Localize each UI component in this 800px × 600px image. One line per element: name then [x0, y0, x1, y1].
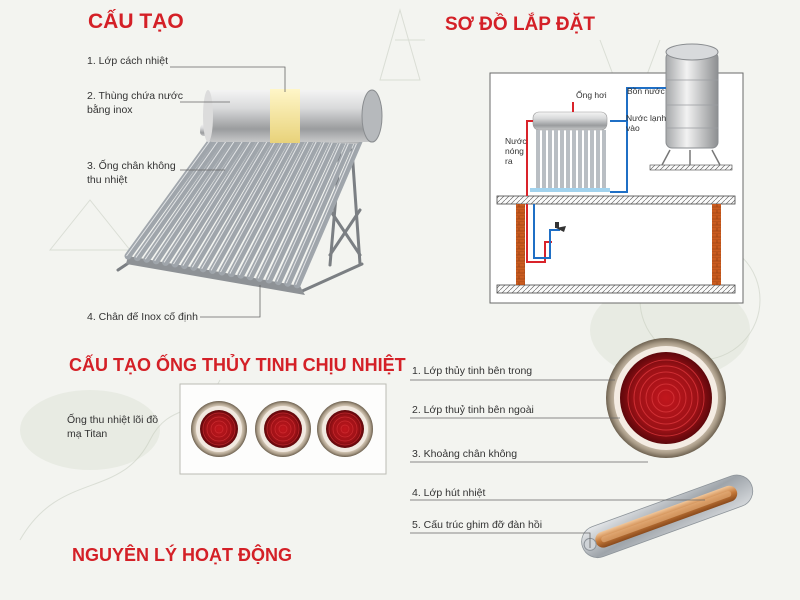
label-cold-water-in: Nước lạnh vào — [626, 113, 667, 133]
label-outer-glass: 2. Lớp thuỷ tinh bên ngoài — [412, 404, 534, 416]
label-vacuum-tube: 3. Ống chân không thu nhiệt — [87, 160, 176, 186]
vacuum-tube — [199, 136, 282, 273]
solar-heater-illustration — [116, 89, 383, 295]
tube-section-1 — [191, 401, 247, 457]
label-inox-tank: 2. Thùng chứa nước bằng inox — [87, 90, 184, 116]
tube-leader-lines — [410, 379, 705, 548]
label-spring-support: 5. Cấu trúc ghim đỡ đàn hồi — [412, 519, 543, 531]
heading-tube-structure: CẤU TẠO ỐNG THỦY TINH CHỊU NHIỆT — [69, 355, 406, 375]
vacuum-tube — [256, 136, 331, 282]
tube-cutaway — [581, 474, 754, 559]
tube-end-view — [606, 338, 726, 458]
label-vent-pipe: Ống hơi — [576, 90, 607, 100]
structure-leader-lines — [170, 66, 286, 318]
vacuum-tube — [237, 136, 314, 279]
label-absorber-layer: 4. Lớp hút nhiệt — [412, 487, 486, 499]
vacuum-tube — [190, 136, 273, 271]
vacuum-tube — [171, 136, 257, 268]
vacuum-tube — [246, 136, 323, 281]
vacuum-tube — [133, 136, 224, 262]
vacuum-tube — [143, 136, 232, 263]
label-inner-glass: 1. Lớp thủy tinh bên trong — [412, 365, 533, 377]
label-hot-water-out: Nước nóng ra — [505, 136, 527, 166]
heading-structure: CẤU TẠO — [88, 10, 184, 33]
vacuum-tube — [209, 136, 290, 274]
vacuum-tube — [124, 136, 216, 260]
vacuum-tube — [284, 136, 355, 287]
vacuum-tube — [293, 136, 364, 289]
label-vacuum-gap: 3. Khoảng chân không — [412, 448, 518, 460]
installation-diagram — [489, 43, 744, 304]
label-water-tank: Bồn nước — [627, 86, 665, 96]
vacuum-tube — [227, 136, 306, 278]
vacuum-tube — [218, 136, 298, 276]
heading-install-diagram: SƠ ĐỒ LẮP ĐẶT — [445, 14, 595, 35]
label-titanium-tube: Ống thu nhiệt lõi đồ mạ Titan — [67, 414, 159, 440]
vacuum-tube — [274, 136, 347, 286]
label-insulation-layer: 1. Lớp cách nhiệt — [87, 55, 169, 67]
vacuum-tube — [162, 136, 249, 266]
tube-section-3 — [317, 401, 373, 457]
label-inox-stand: 4. Chân đế Inox cố định — [87, 311, 198, 323]
vacuum-tube — [180, 136, 265, 270]
tube-cross-section-panel — [179, 383, 387, 475]
heading-principle: NGUYÊN LÝ HOẠT ĐỘNG — [72, 545, 293, 565]
tube-section-2 — [255, 401, 311, 457]
vacuum-tube — [265, 136, 339, 284]
vacuum-tube — [152, 136, 241, 265]
